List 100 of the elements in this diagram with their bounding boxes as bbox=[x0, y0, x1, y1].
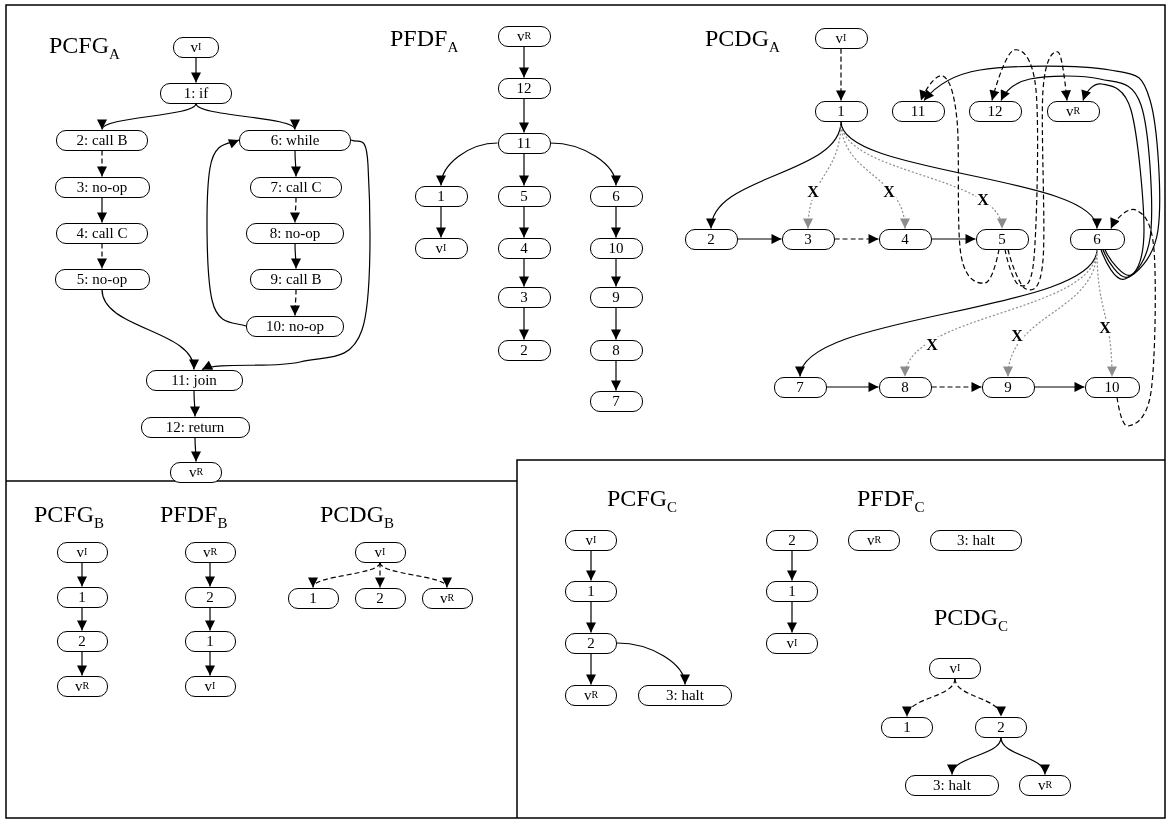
arrow bbox=[519, 97, 529, 134]
graph-title: PCFG$_{A}$ bbox=[49, 32, 120, 63]
arrow bbox=[611, 306, 621, 341]
graph-title: PCFG$_{B}$ bbox=[34, 501, 105, 532]
rounded-node: 10: no-op bbox=[246, 315, 344, 337]
rounded-node: 12: return bbox=[140, 416, 250, 438]
arrow bbox=[77, 606, 87, 632]
rounded-node: 2 bbox=[766, 529, 818, 551]
arrow bbox=[519, 205, 529, 239]
rounded-node: 3 bbox=[781, 228, 835, 250]
rounded-node: 6 bbox=[589, 185, 643, 207]
rounded-node: 4: call C bbox=[56, 222, 148, 244]
rounded-node: 7 bbox=[773, 376, 827, 398]
arrow bbox=[205, 561, 215, 588]
rounded-node: 3 bbox=[497, 286, 551, 308]
arrow bbox=[205, 650, 215, 677]
arrow bbox=[954, 677, 1004, 718]
arrow bbox=[586, 600, 596, 634]
arrow bbox=[77, 561, 87, 588]
rounded-node: 9: call B bbox=[250, 268, 342, 290]
rounded-node: 1 bbox=[56, 586, 108, 608]
arrow bbox=[1110, 208, 1156, 427]
arrow bbox=[836, 47, 846, 102]
rounded-node: 8: no-op bbox=[246, 222, 344, 244]
rounded-node: 10 bbox=[589, 237, 643, 259]
rounded-node: 11: join bbox=[145, 369, 243, 391]
arrow bbox=[825, 382, 880, 392]
arrow bbox=[1096, 248, 1117, 378]
arrow bbox=[290, 149, 301, 178]
rounded-node: 5 bbox=[497, 185, 551, 207]
arrow bbox=[101, 288, 197, 371]
graph-title: PCDG$_{B}$ bbox=[320, 501, 395, 532]
rounded-node: 12 bbox=[497, 77, 551, 99]
arrow bbox=[611, 257, 621, 288]
rounded-node: 12 bbox=[968, 100, 1022, 122]
graph-title: PCDG$_{A}$ bbox=[705, 25, 780, 56]
arrow bbox=[616, 642, 689, 686]
rounded-node: 2 bbox=[184, 586, 236, 608]
arrow bbox=[1033, 382, 1086, 392]
rounded-node: 6 bbox=[1069, 228, 1125, 250]
rounded-node: 2 bbox=[497, 339, 551, 361]
rounded-node: 8 bbox=[589, 339, 643, 361]
rounded-node: 1 bbox=[287, 587, 339, 609]
rounded-node: 5: no-op bbox=[54, 268, 150, 290]
rounded-node: 2 bbox=[354, 587, 406, 609]
rounded-node: 3: halt bbox=[905, 774, 999, 796]
rounded-node: 1 bbox=[881, 716, 933, 738]
arrow bbox=[97, 149, 107, 178]
rounded-node: 2 bbox=[975, 716, 1027, 738]
arrow bbox=[787, 600, 797, 634]
rounded-node: 6: while bbox=[239, 129, 351, 151]
rounded-node: 7: call C bbox=[250, 176, 342, 198]
rounded-node: 11 bbox=[497, 132, 551, 154]
rounded-node: 8 bbox=[878, 376, 932, 398]
arrow bbox=[519, 152, 529, 187]
edge-label: X bbox=[925, 337, 939, 353]
arrow bbox=[201, 139, 371, 371]
rounded-node: 1 bbox=[414, 185, 468, 207]
arrow bbox=[437, 142, 499, 187]
arrow bbox=[77, 650, 87, 677]
arrow bbox=[611, 359, 621, 392]
rounded-node: 3: no-op bbox=[54, 176, 150, 198]
rounded-node: 1 bbox=[184, 630, 236, 652]
rounded-node: 3: halt bbox=[638, 684, 732, 706]
rounded-node: 2 bbox=[565, 632, 617, 654]
arrow bbox=[519, 257, 529, 288]
arrow bbox=[736, 234, 783, 244]
arrow bbox=[586, 652, 596, 686]
arrow bbox=[549, 142, 620, 187]
arrow bbox=[101, 102, 197, 131]
rounded-node: 2 bbox=[56, 630, 108, 652]
arrow bbox=[436, 205, 446, 239]
rounded-node: 10 bbox=[1084, 376, 1140, 398]
arrow bbox=[1000, 736, 1048, 776]
arrow bbox=[1081, 83, 1145, 276]
arrow bbox=[206, 138, 247, 327]
arrow bbox=[586, 549, 596, 582]
arrow bbox=[191, 56, 201, 84]
rounded-node: 11 bbox=[891, 100, 945, 122]
arrow bbox=[97, 196, 107, 224]
rounded-node: 2: call B bbox=[56, 129, 148, 151]
arrow bbox=[290, 242, 301, 270]
graph-title: PFDF$_{B}$ bbox=[160, 501, 228, 532]
graph-title: PCFG$_{C}$ bbox=[607, 485, 678, 516]
rounded-node: 1 bbox=[766, 580, 818, 602]
arrow bbox=[787, 549, 797, 582]
rounded-node: 7 bbox=[589, 390, 643, 412]
rounded-node: 1: if bbox=[160, 82, 232, 104]
arrow bbox=[904, 677, 956, 718]
arrow bbox=[930, 382, 983, 392]
rounded-node: 1 bbox=[565, 580, 617, 602]
arrow bbox=[205, 606, 215, 632]
graph-title: PFDF$_{C}$ bbox=[857, 485, 925, 516]
rounded-node: 5 bbox=[975, 228, 1029, 250]
edge-label: X bbox=[806, 184, 820, 200]
arrow bbox=[519, 45, 529, 79]
arrow bbox=[290, 196, 301, 224]
rounded-node: 3: halt bbox=[930, 529, 1022, 551]
arrow bbox=[189, 389, 200, 418]
arrow bbox=[190, 436, 201, 463]
